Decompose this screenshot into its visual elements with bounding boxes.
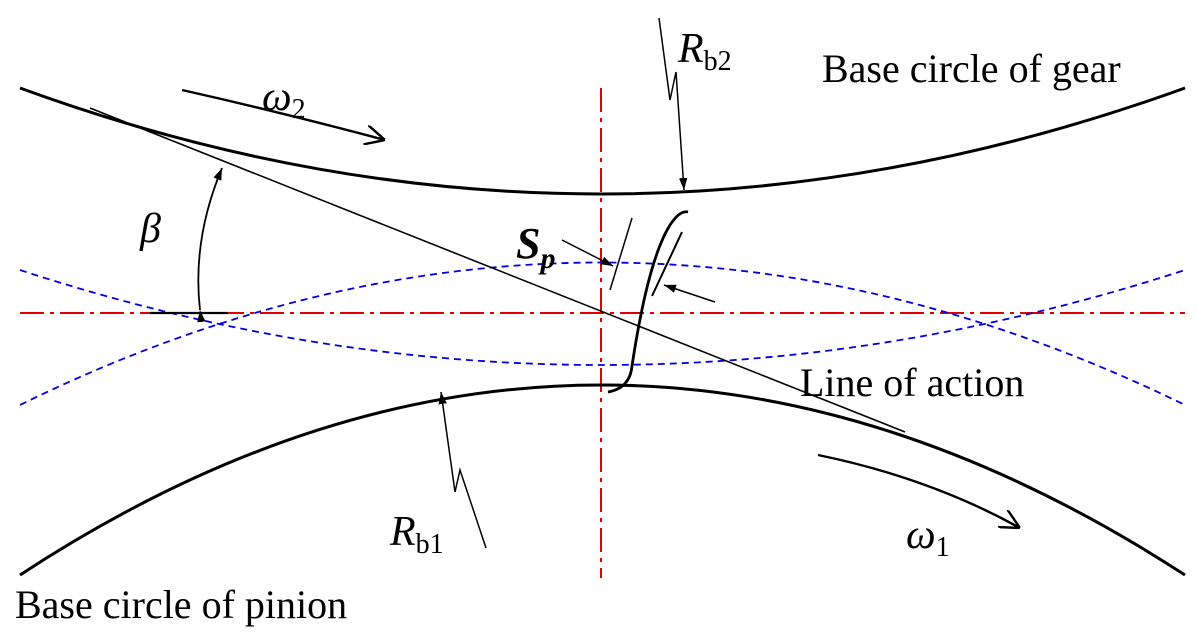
pinion-base-circle-label: Base circle of pinion bbox=[15, 582, 347, 627]
pinion-pitch-circle bbox=[19, 269, 1186, 366]
sp-extension-line-1 bbox=[609, 217, 633, 291]
beta-angle-arc bbox=[197, 167, 223, 323]
sp-label: Sp bbox=[516, 219, 555, 275]
rb1-subscript: b1 bbox=[416, 529, 444, 560]
sp-symbol: S bbox=[516, 219, 540, 268]
omega1-symbol: ω bbox=[906, 512, 936, 558]
beta-label: β bbox=[139, 206, 161, 252]
line-of-action-label: Line of action bbox=[800, 360, 1024, 405]
sp-subscript: p bbox=[537, 242, 555, 275]
gear-base-circle-label: Base circle of gear bbox=[822, 46, 1121, 91]
tooth-profile bbox=[607, 210, 689, 394]
rb2-subscript: b2 bbox=[704, 46, 732, 77]
rb2-label: Rb2 bbox=[677, 26, 732, 77]
line-of-action bbox=[89, 107, 906, 433]
rb1-label: Rb1 bbox=[389, 509, 444, 560]
gear-base-circle bbox=[19, 86, 1186, 196]
omega1-rotation-arrow bbox=[817, 453, 1020, 528]
omega1-label: ω1 bbox=[906, 512, 950, 563]
omega2-label: ω2 bbox=[262, 74, 306, 125]
rb2-symbol: R bbox=[677, 26, 704, 72]
omega2-subscript: 2 bbox=[292, 94, 306, 125]
sp-arrow-left bbox=[561, 239, 614, 267]
omega1-subscript: 1 bbox=[936, 532, 950, 563]
rb1-leader bbox=[438, 391, 487, 549]
rb2-leader bbox=[658, 17, 688, 191]
tooth-contact-line bbox=[651, 231, 683, 297]
sp-arrow-right bbox=[663, 284, 716, 303]
rb1-symbol: R bbox=[389, 509, 416, 555]
omega2-symbol: ω bbox=[262, 74, 292, 120]
pinion-base-circle bbox=[19, 383, 1186, 577]
omega2-rotation-arrow bbox=[181, 88, 385, 140]
